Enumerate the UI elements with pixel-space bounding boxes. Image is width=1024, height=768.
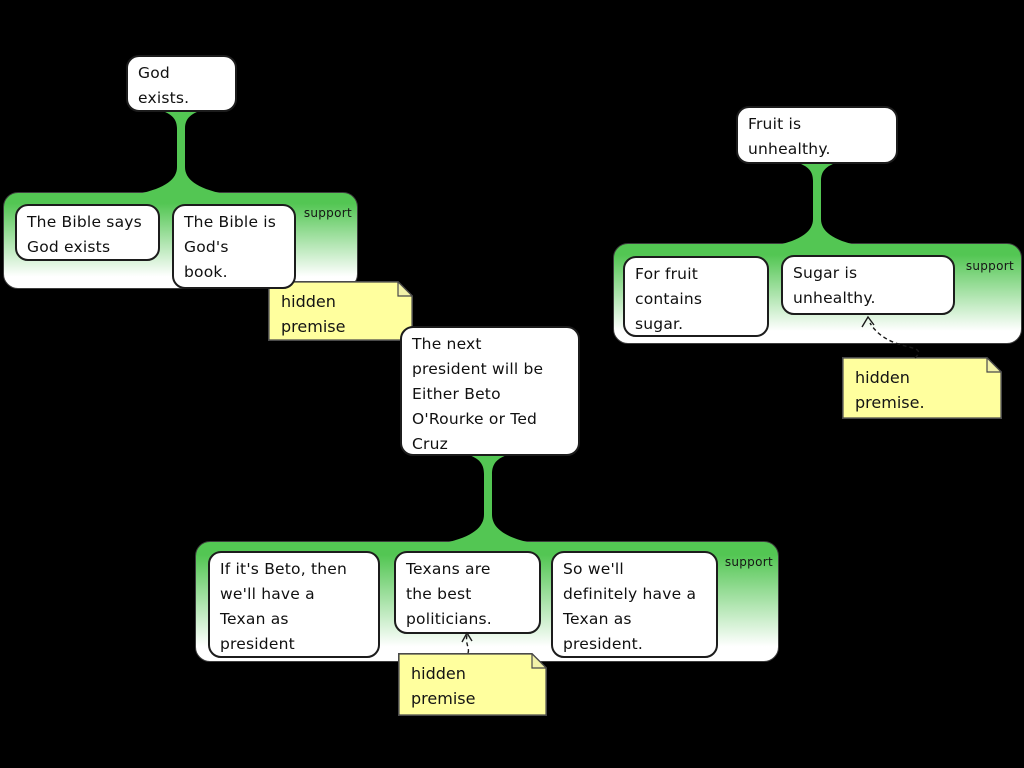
premise-node-bible-says[interactable]: The Bible says God exists <box>15 204 160 261</box>
note-text: hidden premise <box>411 664 476 708</box>
claim-node-god-exists[interactable]: God exists. <box>126 55 237 112</box>
sticky-note-shape <box>398 653 547 716</box>
support-label: support <box>965 259 1014 273</box>
claim-node-fruit-unhealthy[interactable]: Fruit is unhealthy. <box>736 106 898 164</box>
note-hidden-premise-fruit[interactable]: hidden premise. <box>842 357 1002 419</box>
premise-text: If it's Beto, then we'll have a Texan as… <box>220 560 348 653</box>
note-hidden-premise-president[interactable]: hidden premise <box>398 653 547 716</box>
support-stem <box>138 109 224 194</box>
sticky-note-shape <box>268 281 413 341</box>
claim-text: God exists. <box>138 64 190 107</box>
note-pointer-arrow <box>861 315 920 359</box>
premise-node-sugar-unhealthy[interactable]: Sugar is unhealthy. <box>781 255 955 315</box>
premise-node-fruit-sugar[interactable]: For fruit contains sugar. <box>623 256 769 337</box>
premise-node-texan-president[interactable]: So we'll definitely have a Texan as pres… <box>551 551 718 658</box>
premise-text: The Bible is God's book. <box>184 213 277 281</box>
note-text: hidden premise. <box>855 368 925 412</box>
premise-text: The Bible says God exists <box>27 213 142 256</box>
note-text: hidden premise <box>281 292 346 336</box>
support-label: support <box>724 555 773 569</box>
sticky-note-shape <box>842 357 1002 419</box>
support-label: support <box>303 206 352 220</box>
premise-text: Texans are the best politicians. <box>406 560 492 628</box>
claim-text: Fruit is unhealthy. <box>748 115 831 158</box>
support-stem <box>445 453 531 543</box>
premise-node-texans-best[interactable]: Texans are the best politicians. <box>394 551 541 634</box>
note-pointer-arrow <box>461 631 473 654</box>
note-hidden-premise-god[interactable]: hidden premise <box>268 281 413 341</box>
premise-text: For fruit contains sugar. <box>635 265 703 333</box>
claim-text: The next president will be Either Beto O… <box>412 335 544 453</box>
support-stem <box>774 161 860 246</box>
claim-node-next-president[interactable]: The next president will be Either Beto O… <box>400 326 580 456</box>
premise-text: So we'll definitely have a Texan as pres… <box>563 560 697 653</box>
premise-node-if-beto[interactable]: If it's Beto, then we'll have a Texan as… <box>208 551 380 658</box>
premise-node-bible-gods-book[interactable]: The Bible is God's book. <box>172 204 296 289</box>
premise-text: Sugar is unhealthy. <box>793 264 876 307</box>
